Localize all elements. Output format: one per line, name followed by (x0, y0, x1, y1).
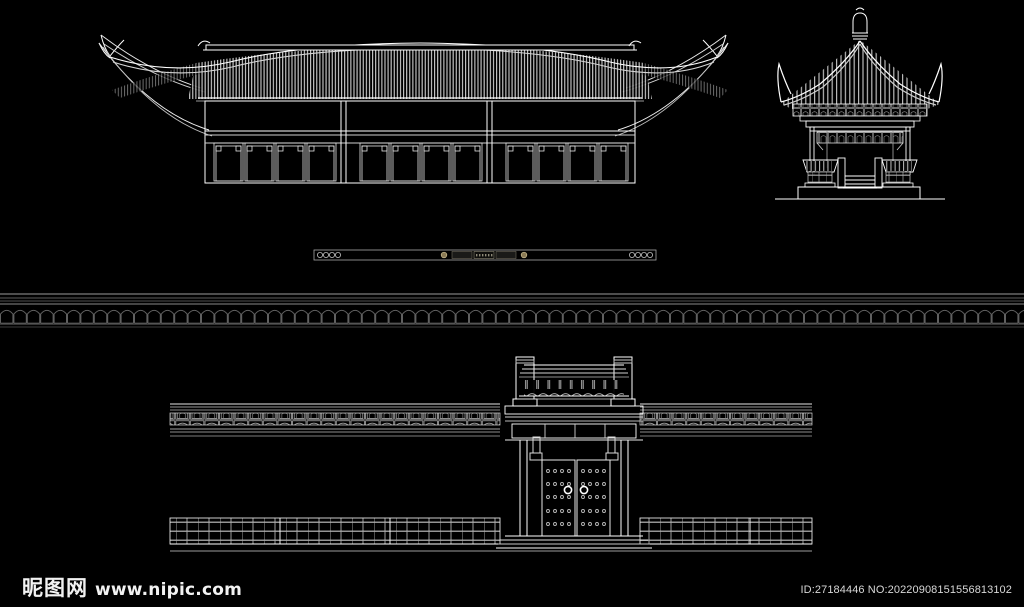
wall-left-span (169, 403, 501, 545)
main-hall-elevation (98, 34, 729, 184)
plan-strip-circles-left (316, 251, 341, 258)
hexagonal-pavilion-elevation (775, 7, 945, 200)
hall-door-bay-1 (213, 142, 337, 182)
pavilion-podium (775, 186, 945, 200)
gate-lintel (504, 405, 644, 441)
gate-door-frame (519, 436, 629, 536)
pavilion-fascia (816, 131, 904, 151)
hall-roof-tile-flanks (112, 63, 728, 98)
pavilion-steps (837, 157, 883, 189)
gate-plinth (496, 535, 652, 549)
pavilion-roof-contour (777, 40, 943, 106)
gate-door-leaves (541, 459, 611, 537)
plan-strip-circles-right (629, 251, 654, 258)
hall-ridge-scroll-right (628, 40, 642, 47)
plan-strip-center-detail (440, 251, 528, 259)
hall-door-bay-2 (359, 142, 483, 182)
gate-roof (517, 364, 631, 400)
pavilion-railing-right (881, 159, 918, 188)
entrance-gate-elevation (496, 356, 652, 549)
hall-ridge-scroll-left (197, 40, 211, 47)
pavilion-architrave (805, 120, 915, 132)
hall-door-bays (213, 142, 629, 182)
watermark-brand: 昵图网 www.nipic.com (22, 578, 242, 599)
nipic-url: www.nipic.com (95, 580, 243, 600)
courtyard-roof-eave-band (0, 293, 1024, 328)
nipic-logo: 昵图网 (22, 576, 88, 600)
plan-section-strip (313, 249, 657, 261)
watermark-id: ID:27184446 NO:20220908151556813102 (800, 584, 1012, 596)
gate-door-rings (563, 485, 589, 495)
pavilion-railing-left (802, 159, 839, 188)
hall-columns (340, 101, 493, 183)
wall-right-span (639, 403, 813, 545)
pavilion-dougong-band (792, 103, 928, 122)
watermark-bar: 昵图网 www.nipic.com ID:27184446 NO:2022090… (0, 565, 1024, 607)
hall-door-bay-3 (505, 142, 629, 182)
gate-door-nails (546, 469, 606, 526)
courtyard-wall-elevation (169, 356, 813, 552)
pavilion-finial (852, 7, 868, 40)
hall-ridge-beam (205, 44, 635, 51)
